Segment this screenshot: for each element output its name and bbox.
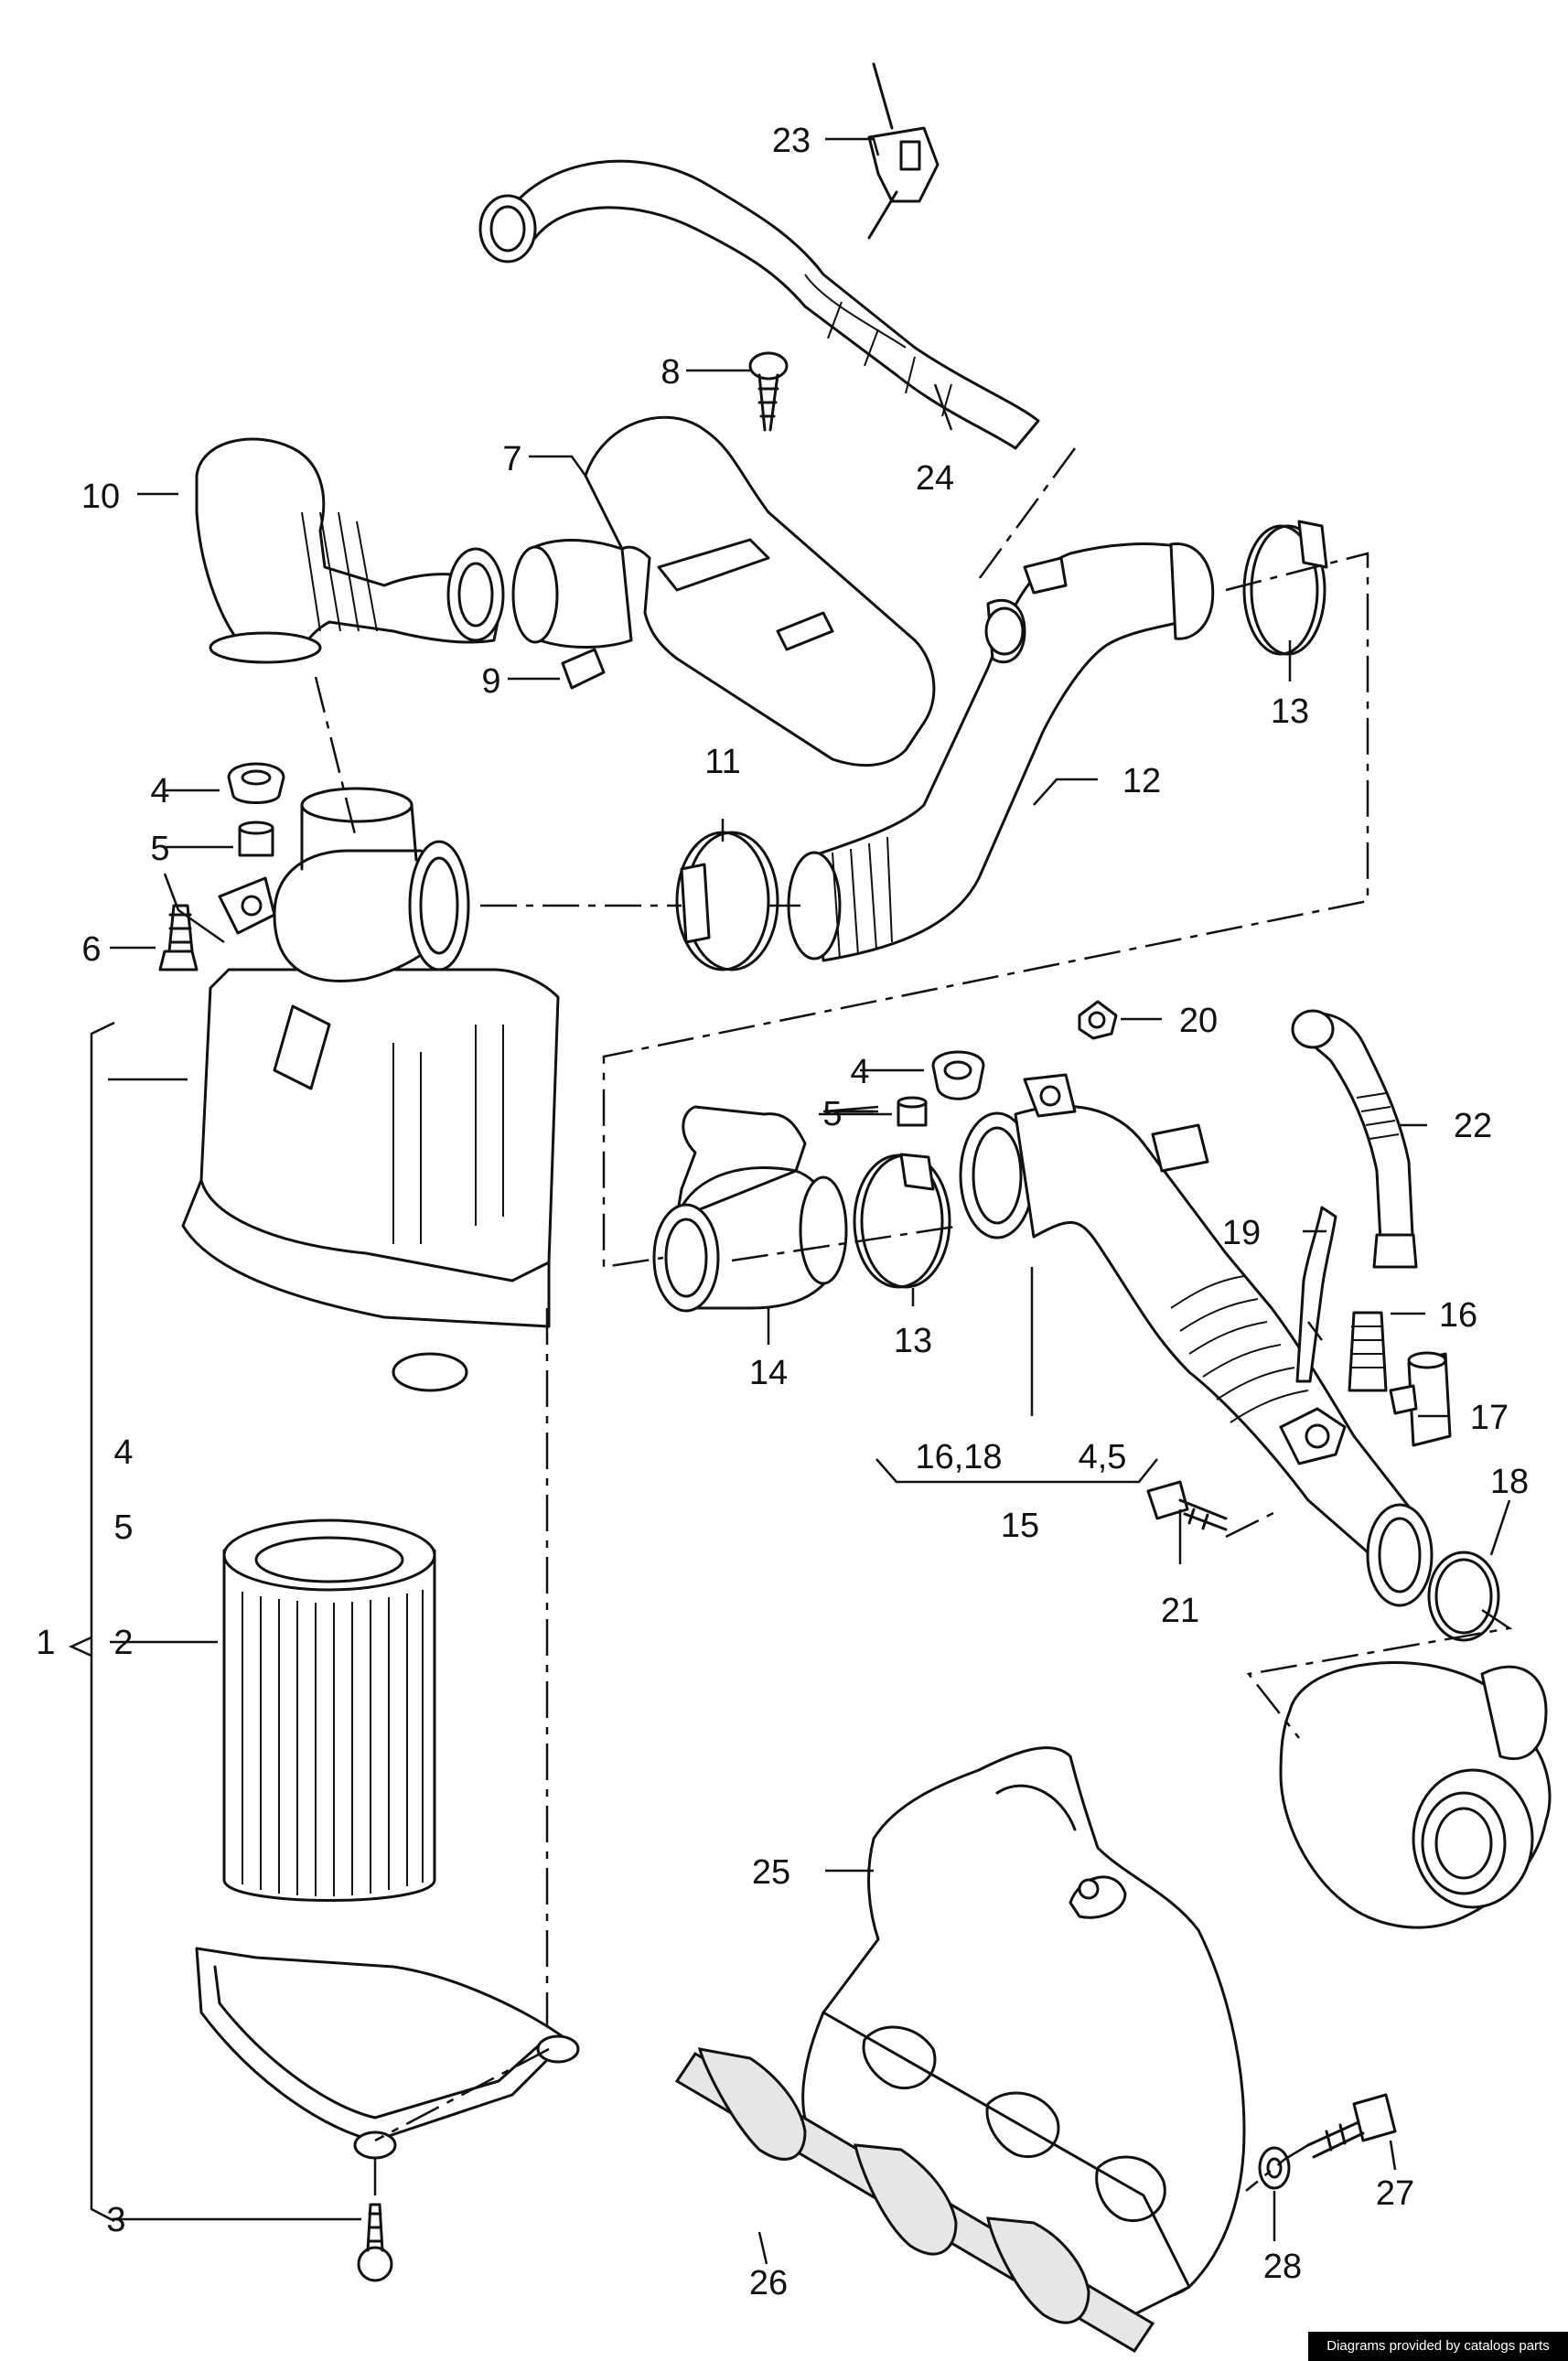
- callout-26: 26: [749, 2264, 788, 2302]
- callout-12: 12: [1122, 762, 1161, 800]
- cap-4-right: [931, 1050, 985, 1100]
- hose-19: [1295, 1206, 1337, 1383]
- callout-10: 10: [81, 478, 120, 516]
- breather-hose: [478, 159, 1040, 450]
- intake-elbow: [195, 437, 505, 664]
- turbocharger: [1279, 1661, 1552, 1929]
- callout-6: 6: [81, 930, 101, 969]
- resonator-duct: [511, 415, 936, 767]
- clamp-13-lower: [853, 1153, 951, 1289]
- callout-11: 11: [704, 743, 740, 781]
- callout-16-18: 16,18: [915, 1438, 1002, 1476]
- intake-pipe-15: [959, 1073, 1434, 1607]
- callout-5-bracket: 5: [113, 1508, 133, 1547]
- callout-5-right: 5: [822, 1095, 842, 1133]
- callout-2: 2: [113, 1624, 133, 1662]
- o-ring-18: [1427, 1551, 1500, 1642]
- leader-lines: [68, 137, 1511, 2265]
- assembly-lines: [314, 447, 1513, 2195]
- nut-20: [1078, 1000, 1118, 1040]
- callout-18: 18: [1490, 1463, 1529, 1501]
- callout-24: 24: [916, 459, 954, 498]
- exhaust-manifold: [801, 1746, 1246, 2316]
- callout-23: 23: [772, 122, 811, 160]
- callout-4-upper: 4: [150, 772, 169, 810]
- credit-banner: Diagrams provided by catalogs parts: [1308, 2332, 1568, 2361]
- callout-9: 9: [481, 662, 500, 701]
- filter-housing-upper: [181, 968, 560, 1392]
- hose-clip: [867, 62, 940, 240]
- screw-8: [748, 351, 789, 432]
- clamp-13-upper: [1242, 520, 1328, 656]
- housing-outlet-elbow: [273, 787, 470, 982]
- callout-3: 3: [106, 2201, 125, 2239]
- washer-28: [1258, 2146, 1291, 2190]
- callout-13-upper: 13: [1271, 692, 1309, 731]
- callout-7: 7: [502, 440, 521, 478]
- callout-8: 8: [660, 353, 680, 392]
- callout-13-lower: 13: [894, 1322, 932, 1360]
- callout-15: 15: [1001, 1507, 1039, 1545]
- charge-air-hose: [787, 542, 1215, 962]
- bolt-21: [1146, 1480, 1228, 1531]
- filter-element: [222, 1519, 436, 1902]
- callout-22: 22: [1454, 1107, 1492, 1145]
- hose-22: [1291, 1009, 1418, 1269]
- callout-19: 19: [1222, 1214, 1261, 1252]
- bolt-27: [1306, 2093, 1397, 2159]
- cap-4: [227, 762, 285, 804]
- connector-17: [1389, 1351, 1452, 1447]
- screw-3: [357, 2203, 393, 2282]
- callout-4-bracket: 4: [113, 1433, 133, 1472]
- callout-4-5: 4,5: [1079, 1438, 1127, 1476]
- callout-1: 1: [36, 1624, 55, 1662]
- callout-14: 14: [749, 1354, 788, 1392]
- callout-28: 28: [1263, 2248, 1302, 2286]
- washer-5: [238, 821, 274, 857]
- callout-4-right: 4: [850, 1053, 869, 1091]
- nut-9: [561, 648, 606, 690]
- callout-20: 20: [1179, 1002, 1218, 1040]
- air-mass-meter: [652, 1105, 848, 1313]
- callout-25: 25: [752, 1853, 790, 1892]
- clamp-11: [675, 831, 779, 971]
- gasket-26: [674, 2047, 1155, 2354]
- filter-housing-lower: [195, 1947, 580, 2160]
- bolt-6: [158, 904, 199, 971]
- callout-17: 17: [1470, 1399, 1509, 1437]
- callout-16: 16: [1439, 1296, 1477, 1335]
- bracket: [218, 876, 276, 935]
- callout-5-upper: 5: [150, 830, 169, 868]
- washer-5-right: [897, 1096, 928, 1127]
- callout-labels: 23 24 8 7 10 9 4 5 6 11 12 13 20 4 5 22 …: [36, 122, 1529, 2302]
- fitting-16: [1348, 1311, 1388, 1392]
- callout-21: 21: [1161, 1592, 1199, 1630]
- callout-27: 27: [1376, 2174, 1414, 2213]
